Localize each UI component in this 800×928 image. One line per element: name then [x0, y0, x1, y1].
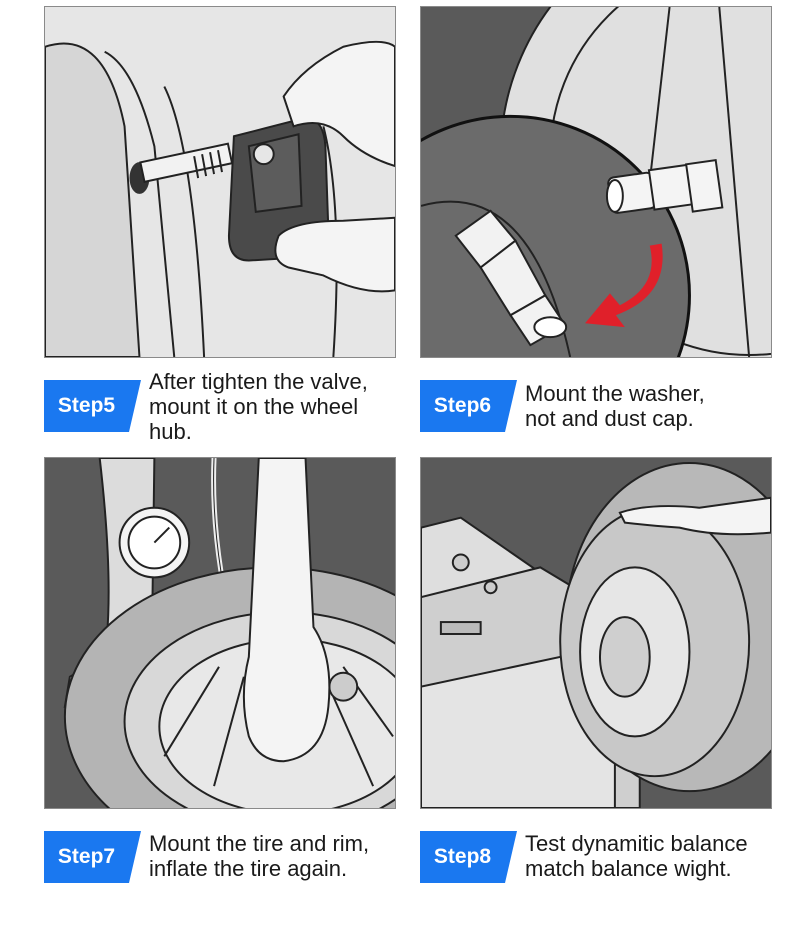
step6-caption: Mount the washer, not and dust cap.: [525, 381, 775, 431]
balancing-machine-icon: [421, 458, 771, 808]
valve-sensor-icon: [45, 7, 395, 357]
caption-line: hub.: [149, 419, 192, 444]
tire-inflation-icon: [45, 458, 395, 808]
step6-illustration: [420, 6, 772, 358]
step5-badge: Step5: [44, 380, 129, 432]
step8-illustration: [420, 457, 772, 809]
caption-line: After tighten the valve,: [149, 369, 368, 394]
caption-line: inflate the tire again.: [149, 856, 348, 881]
step7-illustration: [44, 457, 396, 809]
caption-line: match balance wight.: [525, 856, 732, 881]
caption-line: Mount the tire and rim,: [149, 831, 370, 856]
step5-caption: After tighten the valve, mount it on the…: [149, 369, 394, 444]
step6-badge: Step6: [420, 380, 505, 432]
step8-caption: Test dynamitic balance match balance wig…: [525, 831, 795, 881]
caption-line: Mount the washer,: [525, 381, 705, 406]
caption-line: Test dynamitic balance: [525, 831, 748, 856]
step8-badge: Step8: [420, 831, 505, 883]
caption-line: mount it on the wheel: [149, 394, 359, 419]
step7-badge: Step7: [44, 831, 129, 883]
step5-illustration: [44, 6, 396, 358]
nut-washer-icon: [421, 7, 771, 357]
step7-caption: Mount the tire and rim, inflate the tire…: [149, 831, 409, 881]
caption-line: not and dust cap.: [525, 406, 694, 431]
